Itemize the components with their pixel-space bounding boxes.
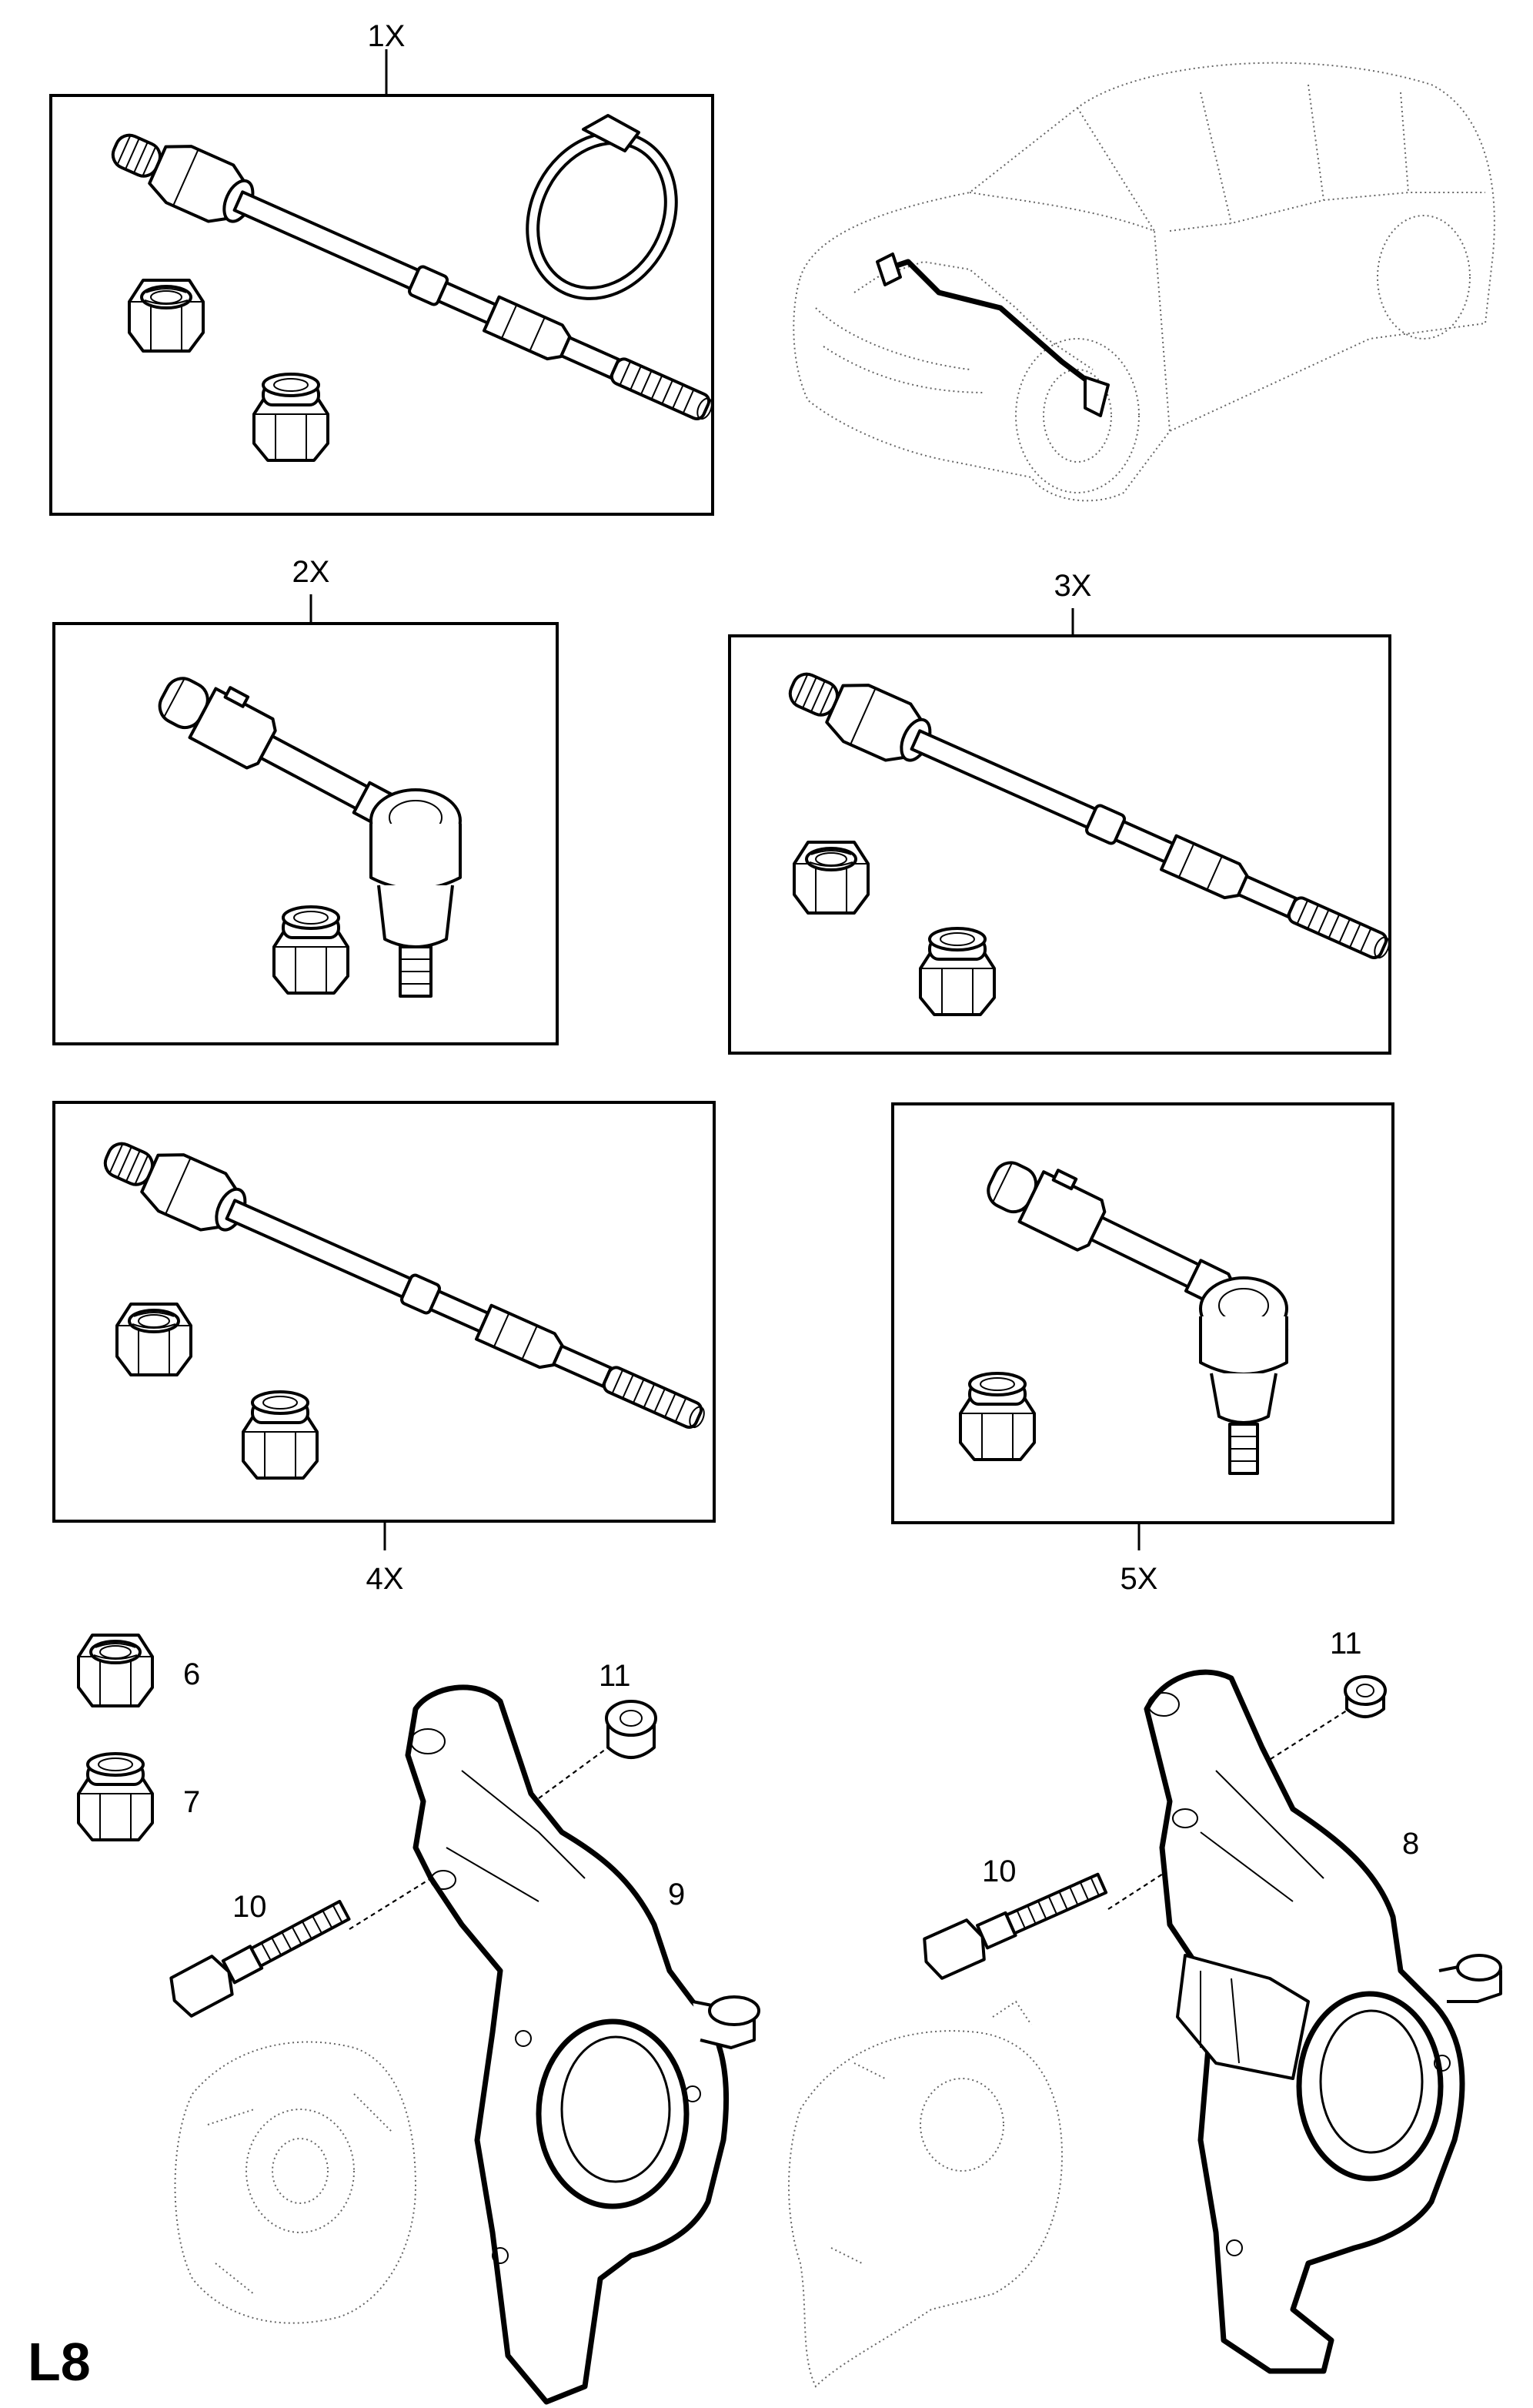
callout-11-right: 11 bbox=[1330, 1627, 1362, 1661]
assembly-line bbox=[349, 1747, 609, 1930]
kit-2x bbox=[52, 594, 559, 1045]
kit-3x bbox=[728, 608, 1402, 1055]
callout-8: 8 bbox=[1402, 1827, 1419, 1861]
kit-label-5x: 5X bbox=[1121, 1562, 1158, 1596]
kit-1x-frame bbox=[49, 94, 714, 516]
kit-3x-frame bbox=[728, 634, 1391, 1055]
nut-6 bbox=[77, 1634, 154, 1707]
lock-nut bbox=[242, 1390, 319, 1480]
ball-joint bbox=[369, 788, 462, 998]
page-code: L8 bbox=[28, 2332, 91, 2392]
kit-label-4x: 4X bbox=[366, 1562, 404, 1596]
inner-tie-rod bbox=[778, 655, 1402, 980]
ball-joint bbox=[1199, 1276, 1288, 1475]
boot-clamp bbox=[526, 114, 678, 300]
kit-5x-frame bbox=[891, 1102, 1394, 1524]
vehicle-locator bbox=[793, 62, 1495, 502]
bolt-10-right bbox=[923, 1872, 1108, 1980]
kit-1x bbox=[49, 49, 725, 516]
callout-6: 6 bbox=[183, 1657, 200, 1691]
lock-nut bbox=[252, 373, 329, 462]
lock-nut bbox=[919, 927, 996, 1016]
assembly-line bbox=[1107, 1710, 1348, 1910]
hex-nut bbox=[128, 279, 205, 353]
brake-assembly-right bbox=[788, 2000, 1064, 2388]
kit-label-3x: 3X bbox=[1054, 569, 1092, 603]
callout-10-right: 10 bbox=[982, 1854, 1017, 1888]
washer-11-left bbox=[605, 1700, 657, 1759]
kit-label-1x: 1X bbox=[368, 19, 406, 53]
kit-4x bbox=[52, 1101, 717, 1550]
callout-10-left: 10 bbox=[232, 1890, 267, 1924]
steering-linkage bbox=[883, 259, 1095, 387]
callout-9: 9 bbox=[668, 1878, 685, 1911]
lock-nut bbox=[959, 1372, 1036, 1461]
steering-knuckle-9 bbox=[405, 1684, 760, 2405]
nut-7 bbox=[77, 1752, 154, 1841]
hex-nut bbox=[115, 1303, 192, 1376]
steering-knuckle-8 bbox=[1144, 1669, 1502, 2374]
callout-7: 7 bbox=[183, 1785, 200, 1819]
brake-assembly-left bbox=[174, 2041, 417, 2324]
lock-nut bbox=[272, 905, 349, 995]
hex-nut bbox=[793, 841, 870, 915]
callout-11-left: 11 bbox=[599, 1659, 631, 1693]
inner-tie-rod bbox=[93, 1125, 717, 1450]
kit-2x-frame bbox=[52, 622, 559, 1045]
washer-11-right bbox=[1344, 1675, 1387, 1718]
kit-5x bbox=[891, 1102, 1394, 1550]
kit-label-2x: 2X bbox=[292, 555, 330, 589]
bolt-10-left bbox=[169, 1899, 351, 2018]
